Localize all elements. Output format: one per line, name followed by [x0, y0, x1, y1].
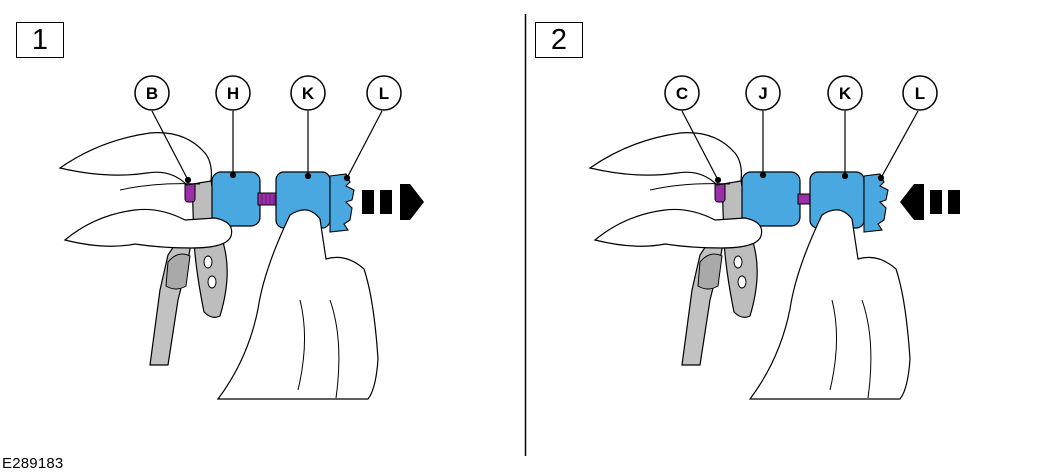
callout-b: B — [146, 84, 158, 103]
callout-k: K — [839, 84, 852, 103]
callout-j: J — [758, 84, 767, 103]
hand-detail — [829, 299, 872, 399]
callout-circle — [215, 75, 251, 111]
bracket-hole — [733, 255, 743, 269]
finger-line — [119, 183, 201, 191]
callout-circle — [902, 75, 938, 111]
strap-loop — [697, 253, 723, 290]
tool-h — [211, 171, 261, 227]
left-hand-upper — [588, 132, 742, 186]
part-l — [329, 173, 355, 233]
callout-circle — [664, 75, 700, 111]
finger-line — [649, 183, 731, 191]
callout-circle — [827, 75, 863, 111]
callout-circle — [745, 75, 781, 111]
step-1-panel: B H K L — [58, 75, 424, 400]
callout-k: K — [302, 84, 315, 103]
right-hand — [748, 209, 911, 400]
hand-detail — [297, 299, 340, 399]
right-hand — [216, 209, 379, 400]
callout-circle — [134, 75, 170, 111]
left-hand-lower — [593, 208, 763, 249]
callout-l: L — [379, 84, 389, 103]
direction-arrow-inward — [900, 184, 960, 220]
step-2-label: 2 — [535, 22, 583, 58]
callout-group-1: B H K L — [134, 75, 402, 111]
part-l — [863, 173, 889, 233]
callout-group-2: C J K L — [664, 75, 938, 111]
direction-arrow-outward — [362, 184, 424, 220]
reference-code: E289183 — [2, 455, 64, 472]
threaded-rod — [257, 192, 279, 206]
callout-l: L — [915, 84, 925, 103]
left-hand-lower — [63, 208, 233, 249]
bracket-hole — [737, 275, 747, 289]
bracket-hole — [207, 275, 217, 289]
strap-loop — [165, 253, 191, 290]
step-1-label: 1 — [16, 22, 64, 58]
left-hand-upper — [58, 132, 212, 186]
tool-j — [741, 171, 801, 227]
callout-circle — [366, 75, 402, 111]
callout-circle — [290, 75, 326, 111]
callout-h: H — [227, 84, 239, 103]
bracket-hole — [203, 255, 213, 269]
callout-c: C — [676, 84, 688, 103]
step-2-panel: C J K L — [588, 75, 960, 400]
